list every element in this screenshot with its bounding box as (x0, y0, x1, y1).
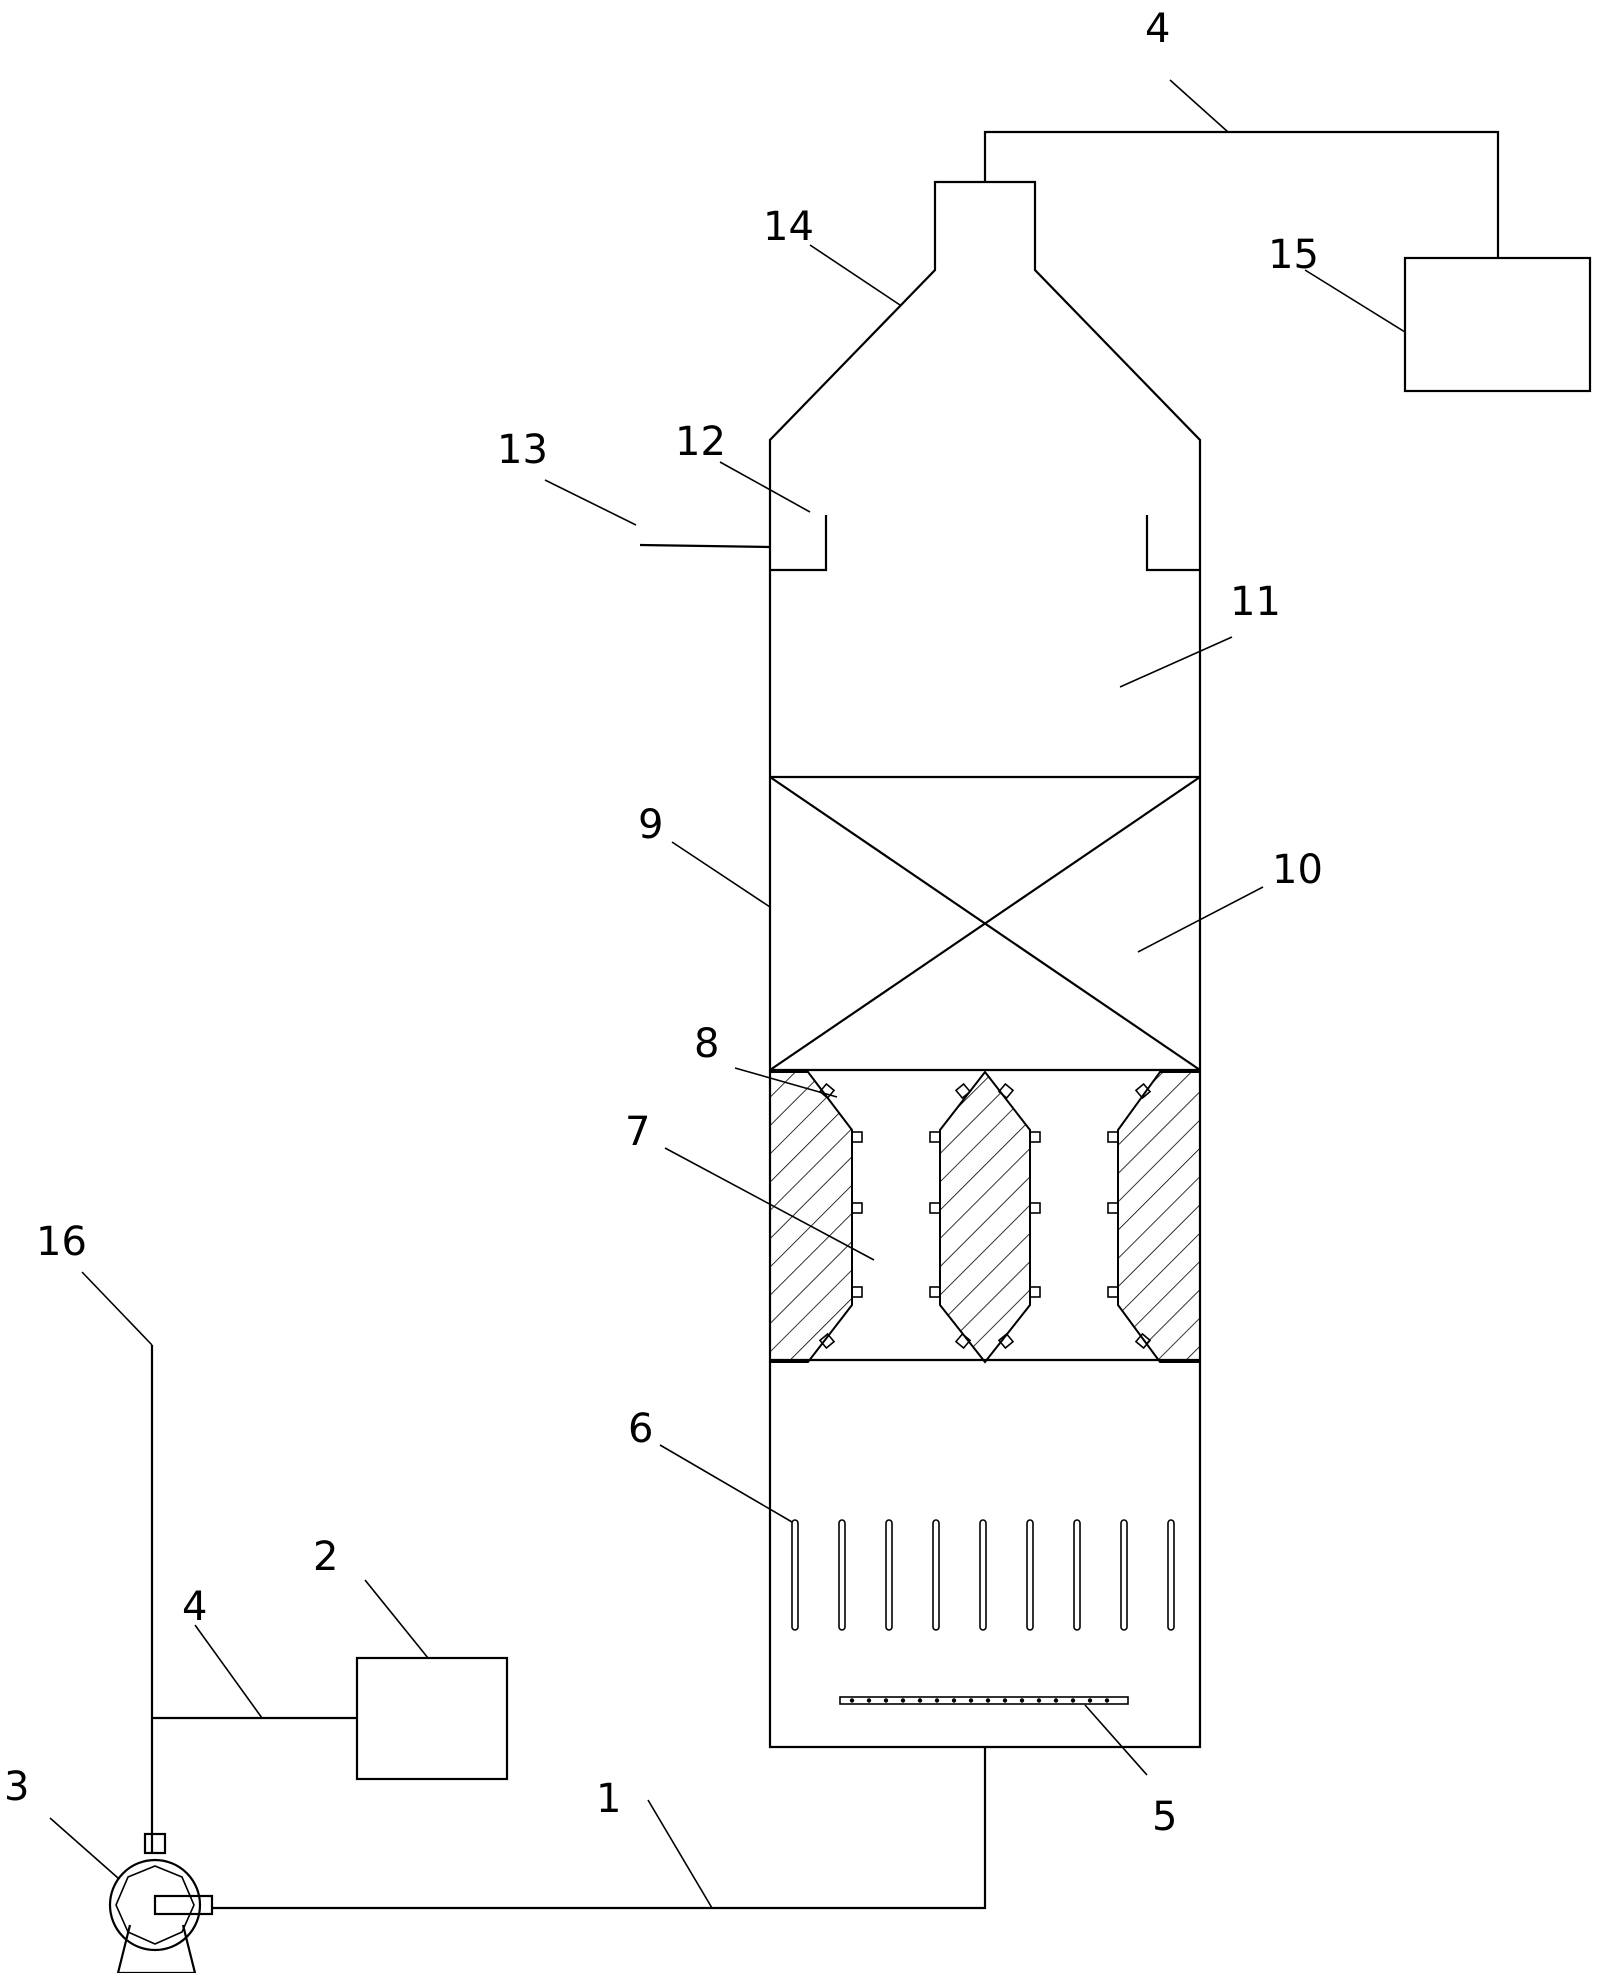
spray-nozzles (818, 1082, 1152, 1350)
label-3: 3 (4, 1764, 29, 1810)
part-labels: 4 14 15 12 13 11 9 10 8 7 16 6 2 4 1 5 3 (4, 6, 1323, 1840)
label-7: 7 (625, 1109, 650, 1155)
label-16: 16 (36, 1219, 87, 1265)
label-11: 11 (1230, 579, 1281, 625)
inlet-pipe (212, 1747, 987, 1910)
label-2: 2 (313, 1534, 338, 1580)
label-10: 10 (1272, 847, 1323, 893)
label-13: 13 (497, 427, 548, 473)
guide-plates (791, 1519, 1175, 1631)
label-4-bottom: 4 (182, 1584, 207, 1630)
label-8: 8 (694, 1021, 719, 1067)
outlet-pipe (639, 543, 771, 549)
label-9: 9 (638, 802, 663, 848)
label-5: 5 (1152, 1794, 1177, 1840)
unit-2-box (355, 1656, 509, 1781)
label-1: 1 (596, 1776, 621, 1822)
leader-lines (49, 79, 1406, 1909)
label-14: 14 (763, 204, 814, 250)
overflow-weir (770, 515, 1200, 572)
label-12: 12 (675, 419, 726, 465)
aeration-distributor (839, 1696, 1129, 1705)
unit-15-box (1403, 256, 1592, 393)
label-4-top: 4 (1145, 6, 1170, 52)
top-gas-pipe (983, 130, 1500, 258)
reaction-modules (769, 1070, 1201, 1364)
pump-icon (108, 1832, 214, 1973)
packing-layer (769, 776, 1201, 1071)
label-15: 15 (1268, 232, 1319, 278)
label-6: 6 (628, 1406, 653, 1452)
tower-shell (768, 180, 1202, 1749)
